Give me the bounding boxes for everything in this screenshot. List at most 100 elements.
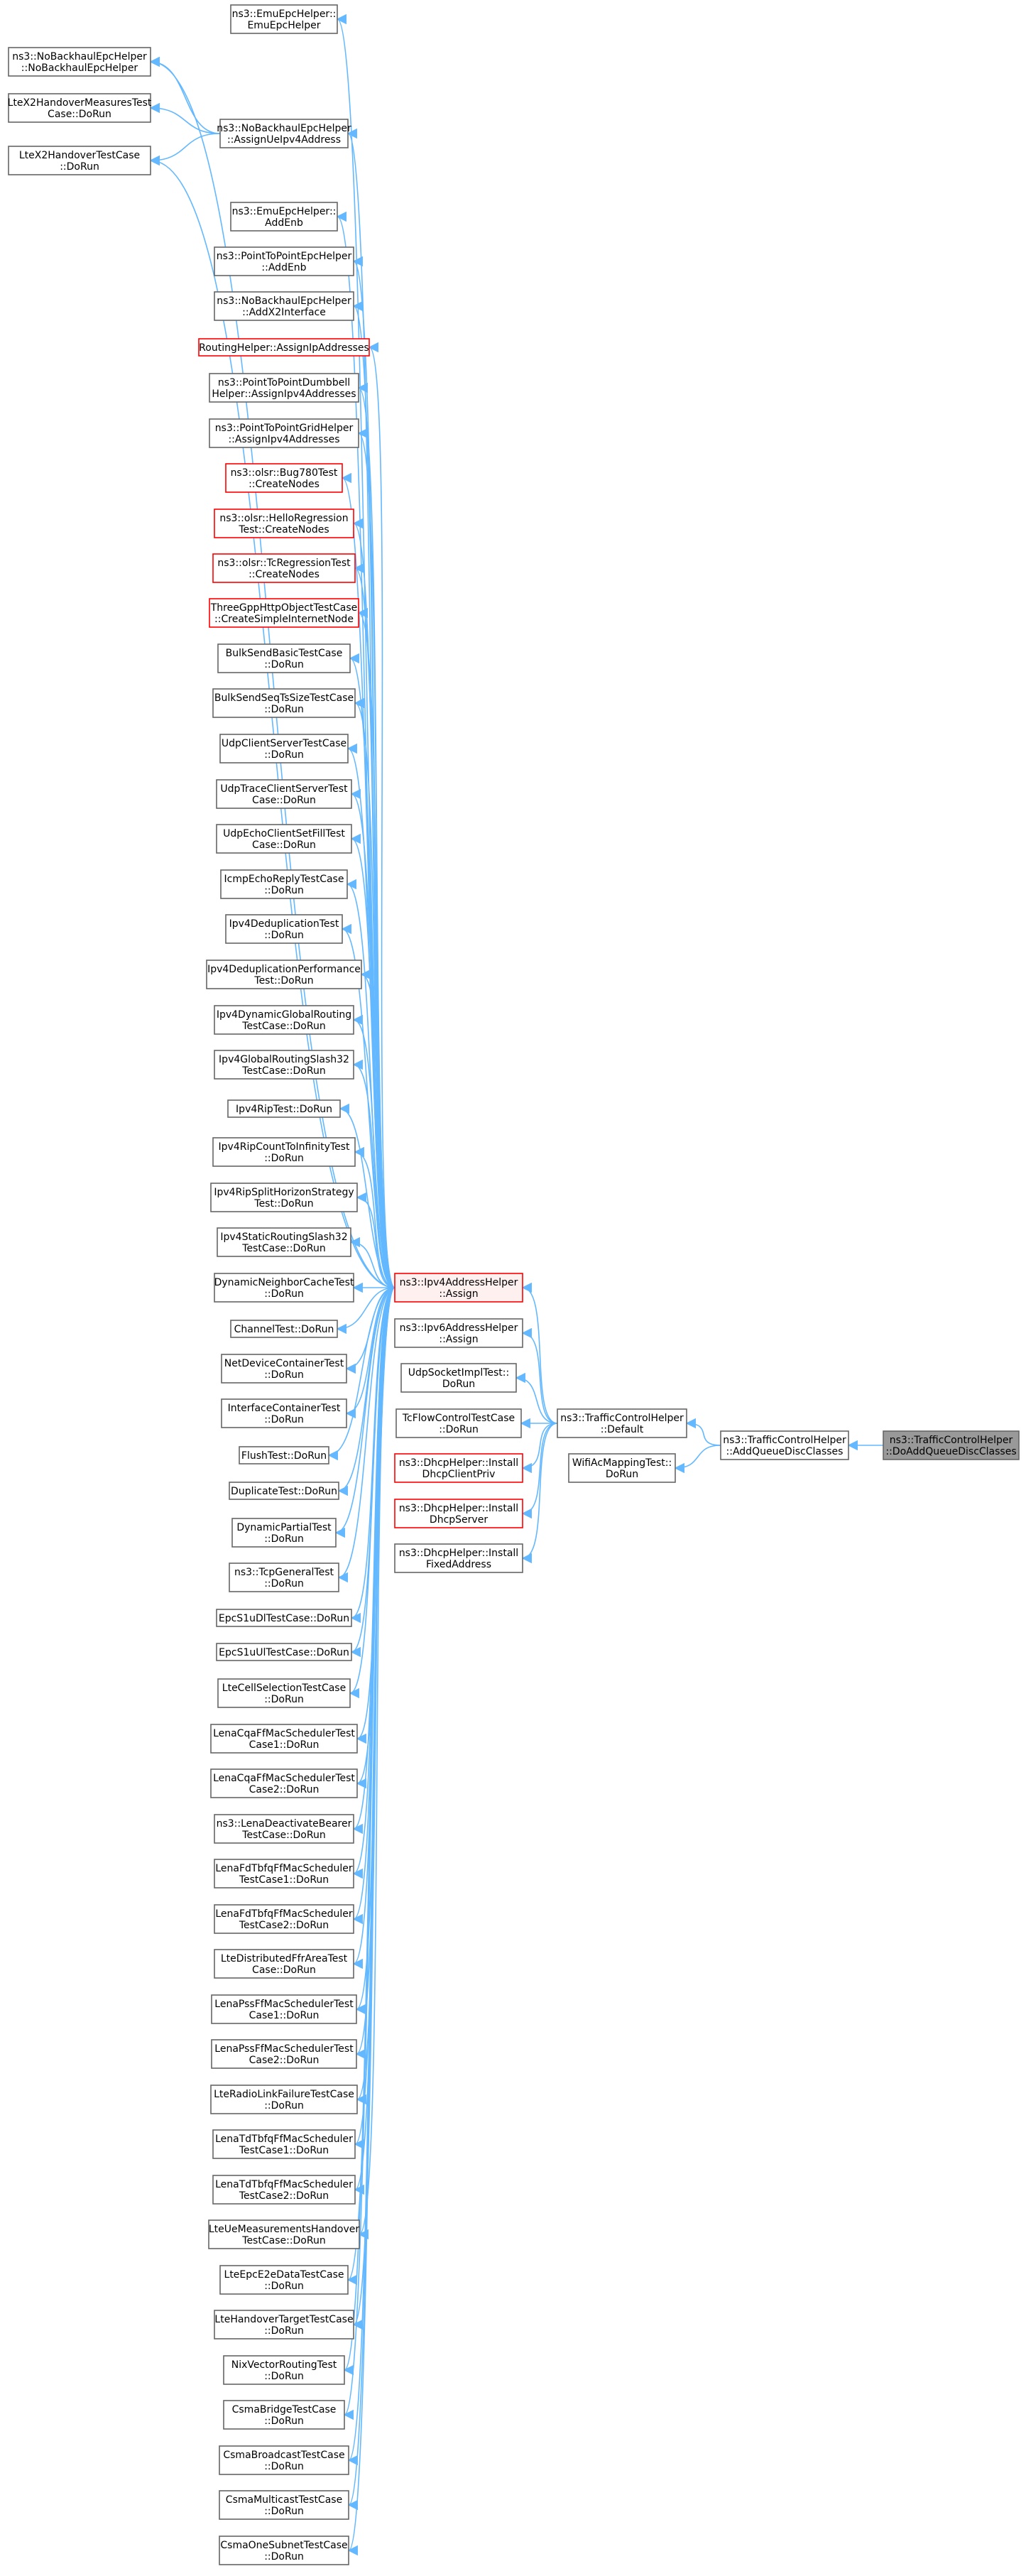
graph-node-n67[interactable]: WifiAcMappingTest::DoRun <box>568 1453 676 1483</box>
graph-node-box <box>8 146 151 175</box>
graph-edge-n28-n59 <box>349 1237 395 1288</box>
graph-node-n14[interactable]: ThreeGppHttpObjectTestCase::CreateSimple… <box>209 598 359 628</box>
graph-node-n30[interactable]: ChannelTest::DoRun <box>230 1320 338 1338</box>
graph-node-box <box>883 1430 1020 1460</box>
graph-edge-n60-n66 <box>521 1327 558 1424</box>
graph-node-box <box>212 2129 356 2159</box>
graph-node-n13[interactable]: ns3::olsr::TcRegressionTest::CreateNodes <box>212 553 356 583</box>
graph-node-n56[interactable]: CsmaBroadcastTestCase::DoRun <box>219 2445 349 2475</box>
graph-node-n25[interactable]: Ipv4RipTest::DoRun <box>227 1099 341 1118</box>
graph-node-n20[interactable]: IcmpEchoReplyTestCase::DoRun <box>220 869 348 899</box>
graph-node-n36[interactable]: ns3::TcpGeneralTest::DoRun <box>229 1563 339 1592</box>
graph-node-label: Case2::DoRun <box>249 1784 320 1795</box>
graph-node-n11[interactable]: ns3::olsr::Bug780Test::CreateNodes <box>225 463 343 493</box>
graph-node-box <box>225 914 343 944</box>
graph-node-n37[interactable]: EpcS1uDlTestCase::DoRun <box>216 1609 352 1627</box>
graph-node-box <box>214 1904 354 1934</box>
graph-node-label: UdpClientServerTestCase <box>222 738 346 749</box>
graph-node-n61[interactable]: UdpSocketImplTest::DoRun <box>400 1363 517 1393</box>
graph-node-label: ::DoAddQueueDiscClasses <box>885 1446 1016 1457</box>
graph-node-label: ::DoRun <box>264 2461 304 2472</box>
graph-node-n8[interactable]: RoutingHelper::AssignIpAddresses <box>198 338 370 357</box>
graph-node-label: ns3::PointToPointEpcHelper <box>217 251 352 262</box>
graph-node-n9[interactable]: ns3::PointToPointDumbbellHelper::AssignI… <box>209 373 359 403</box>
graph-node-n12[interactable]: ns3::olsr::HelloRegressionTest::CreateNo… <box>214 509 354 538</box>
graph-node-n60[interactable]: ns3::Ipv6AddressHelper::Assign <box>394 1318 523 1348</box>
graph-node-n17[interactable]: UdpClientServerTestCase::DoRun <box>219 734 349 763</box>
graph-node-n34[interactable]: DuplicateTest::DoRun <box>229 1482 339 1500</box>
graph-node-n6[interactable]: ns3::PointToPointEpcHelper::AddEnb <box>214 246 354 276</box>
graph-node-n32[interactable]: InterfaceContainerTest::DoRun <box>221 1398 347 1428</box>
graph-node-n66[interactable]: ns3::TrafficControlHelper::Default <box>557 1408 687 1438</box>
graph-node-label: ChannelTest::DoRun <box>234 1324 334 1335</box>
graph-node-n57[interactable]: CsmaMulticastTestCase::DoRun <box>219 2490 349 2520</box>
graph-node-n54[interactable]: NixVectorRoutingTest::DoRun <box>223 2355 345 2385</box>
graph-node-n21[interactable]: Ipv4DeduplicationTest::DoRun <box>225 914 343 944</box>
graph-node-label: ThreeGppHttpObjectTestCase <box>210 602 358 614</box>
graph-node-n39[interactable]: LteCellSelectionTestCase::DoRun <box>217 1678 351 1708</box>
graph-node-label: LteX2HandoverMeasuresTest <box>8 97 152 109</box>
graph-node-n5[interactable]: ns3::EmuEpcHelper::AddEnb <box>230 202 338 232</box>
graph-node-n16[interactable]: BulkSendSeqTsSizeTestCase::DoRun <box>212 688 356 718</box>
graph-node-n15[interactable]: BulkSendBasicTestCase::DoRun <box>217 643 351 673</box>
graph-node-n26[interactable]: Ipv4RipCountToInfinityTest::DoRun <box>212 1137 356 1167</box>
graph-node-n31[interactable]: NetDeviceContainerTest::DoRun <box>221 1354 347 1384</box>
graph-node-label: CsmaBroadcastTestCase <box>223 2450 344 2461</box>
graph-node-label: DoRun <box>606 1469 638 1480</box>
graph-node-box <box>212 2175 356 2205</box>
graph-node-n52[interactable]: LteEpcE2eDataTestCase::DoRun <box>219 2265 349 2295</box>
graph-node-n53[interactable]: LteHandoverTargetTestCase::DoRun <box>214 2310 354 2339</box>
graph-node-n68[interactable]: ns3::TrafficControlHelper::AddQueueDiscC… <box>720 1430 849 1460</box>
graph-node-n3[interactable]: LteX2HandoverTestCase::DoRun <box>8 146 151 175</box>
graph-node-n4[interactable]: ns3::NoBackhaulEpcHelper::AssignUeIpv4Ad… <box>217 119 351 148</box>
graph-node-n7[interactable]: ns3::NoBackhaulEpcHelper::AddX2Interface <box>214 291 354 321</box>
graph-edge-n35-n59 <box>334 1287 395 1538</box>
graph-node-n29[interactable]: DynamicNeighborCacheTest::DoRun <box>214 1273 354 1303</box>
graph-node-n35[interactable]: DynamicPartialTest::DoRun <box>231 1518 337 1548</box>
graph-node-label: Case::DoRun <box>252 1964 316 1976</box>
graph-node-n55[interactable]: CsmaBridgeTestCase::DoRun <box>223 2400 345 2430</box>
graph-node-n59[interactable]: ns3::Ipv4AddressHelper::Assign <box>394 1273 523 1303</box>
graph-node-n33[interactable]: FlushTest::DoRun <box>239 1446 329 1464</box>
graph-node-n10[interactable]: ns3::PointToPointGridHelper::AssignIpv4A… <box>209 418 359 448</box>
graph-node-n0[interactable]: ns3::EmuEpcHelper::EmuEpcHelper <box>230 4 338 34</box>
graph-node-n58[interactable]: CsmaOneSubnetTestCase::DoRun <box>219 2536 349 2565</box>
graph-node-label: ::AddEnb <box>261 262 306 273</box>
graph-node-label: LenaPssFfMacSchedulerTest <box>214 1999 354 2010</box>
graph-node-n48[interactable]: LteRadioLinkFailureTestCase::DoRun <box>210 2085 358 2114</box>
graph-node-label: RoutingHelper::AssignIpAddresses <box>199 342 369 354</box>
graph-node-box <box>214 1005 354 1035</box>
graph-node-label: EpcS1uDlTestCase::DoRun <box>219 1613 349 1624</box>
graph-node-label: DuplicateTest::DoRun <box>231 1486 337 1497</box>
graph-node-n1[interactable]: ns3::NoBackhaulEpcHelper::NoBackhaulEpcH… <box>8 47 151 77</box>
graph-node-box <box>229 1482 339 1500</box>
graph-node-label: LenaCqaFfMacSchedulerTest <box>213 1728 355 1739</box>
graph-node-n69[interactable]: ns3::TrafficControlHelper::DoAddQueueDis… <box>883 1430 1020 1460</box>
graph-node-label: UdpEchoClientSetFillTest <box>223 828 345 839</box>
graph-node-n62[interactable]: TcFlowControlTestCase::DoRun <box>395 1408 522 1438</box>
graph-node-n38[interactable]: EpcS1uUlTestCase::DoRun <box>216 1643 352 1661</box>
graph-node-box <box>214 509 354 538</box>
